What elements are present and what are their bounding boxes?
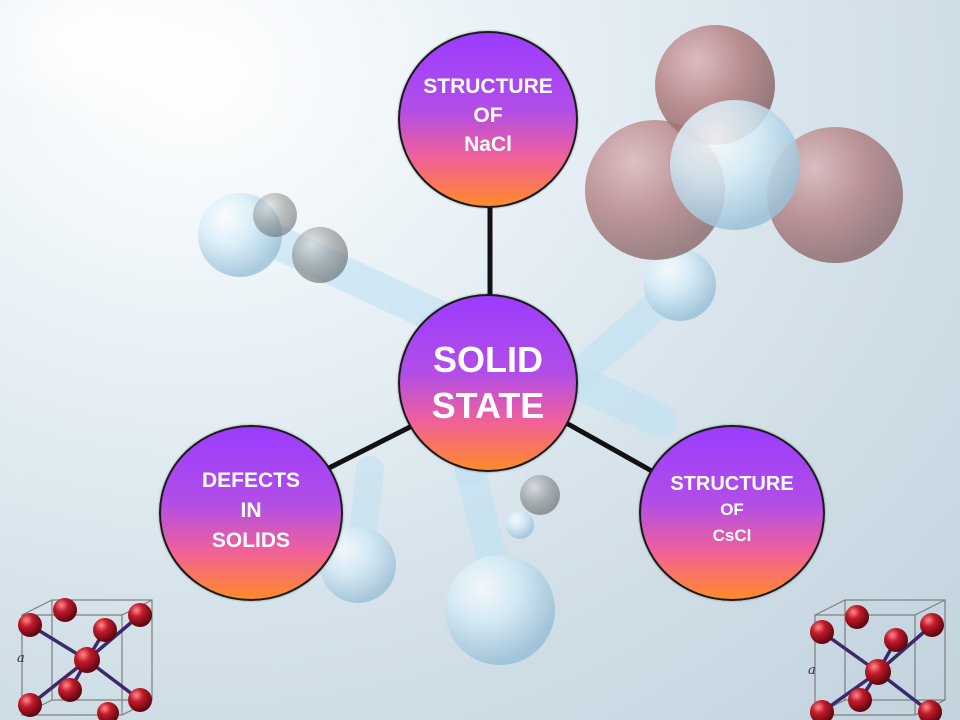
node-label-line: SOLIDS	[211, 529, 291, 552]
node-label-line: NaCl	[464, 133, 512, 156]
node-label-line: OF	[720, 500, 744, 519]
crystal-lattice-left	[18, 598, 153, 720]
node-structure-of-nacl[interactable]: STRUCTURE OF NaCl	[398, 31, 578, 208]
node-solid-state[interactable]: SOLID STATE	[398, 294, 578, 472]
node-defects-in-solids[interactable]: DEFECTS IN SOLIDS	[159, 425, 343, 601]
node-label-line: IN	[240, 499, 262, 522]
node-label-line: OF	[473, 104, 503, 127]
node-label-line: STRUCTURE	[670, 473, 794, 495]
crystal-lattice-right	[810, 599, 946, 720]
node-label-line: STATE	[431, 385, 545, 426]
node-label-line: STRUCTURE	[423, 75, 553, 98]
crystal-axis-label-right: a	[808, 663, 816, 678]
node-structure-of-cscl[interactable]: STRUCTURE OF CsCl	[639, 425, 825, 601]
connector-right	[565, 421, 653, 473]
node-label-line: DEFECTS	[201, 469, 300, 492]
node-label-line: SOLID	[432, 339, 543, 380]
connector-left	[322, 423, 415, 473]
node-label-line: CsCl	[712, 526, 752, 545]
connectors	[322, 205, 653, 473]
crystal-axis-label-left: a	[17, 651, 25, 666]
